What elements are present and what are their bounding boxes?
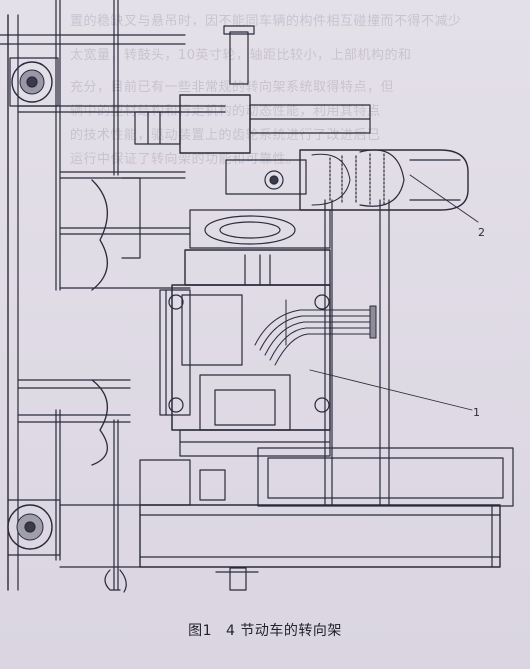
figure-title: 4 节动车的转向架 — [226, 623, 342, 639]
upper-gearbox — [134, 25, 371, 154]
wheel-flange-bottom — [104, 569, 127, 593]
figure-caption: 图1 4 节动车的转向架 — [0, 620, 530, 640]
callout-label: 1 — [473, 406, 480, 419]
callout-label: 2 — [478, 226, 485, 239]
upper-axle-box — [9, 57, 59, 107]
figure-number: 图1 — [188, 623, 213, 639]
bleed-through-text: 充分，目前已有一些非常规的转向架系统取得特点，但 — [70, 80, 395, 95]
bleed-through-text: 太宽量，转鼓头，10英寸轮，轴距比较小，上部机构的和 — [70, 48, 412, 63]
lower-axle-box — [7, 499, 61, 556]
middle-beam — [17, 177, 141, 466]
left-side-frame — [7, 0, 119, 591]
upper-cross-beam — [0, 34, 226, 289]
leader-lines — [309, 174, 479, 411]
pulley-assembly — [225, 149, 469, 211]
lower-long-beam — [59, 504, 501, 568]
right-frame — [257, 199, 514, 507]
bleed-through-text: 运行中保证了转向架的功能和可靠性。 — [70, 152, 300, 167]
bleed-through-text: 置的稳缺叉与悬吊时，因不能同车辆的构件相互碰撞而不得不减少 — [70, 14, 462, 29]
pipe-bundle — [254, 299, 377, 366]
central-motor — [168, 209, 331, 457]
lower-housing — [139, 289, 291, 591]
